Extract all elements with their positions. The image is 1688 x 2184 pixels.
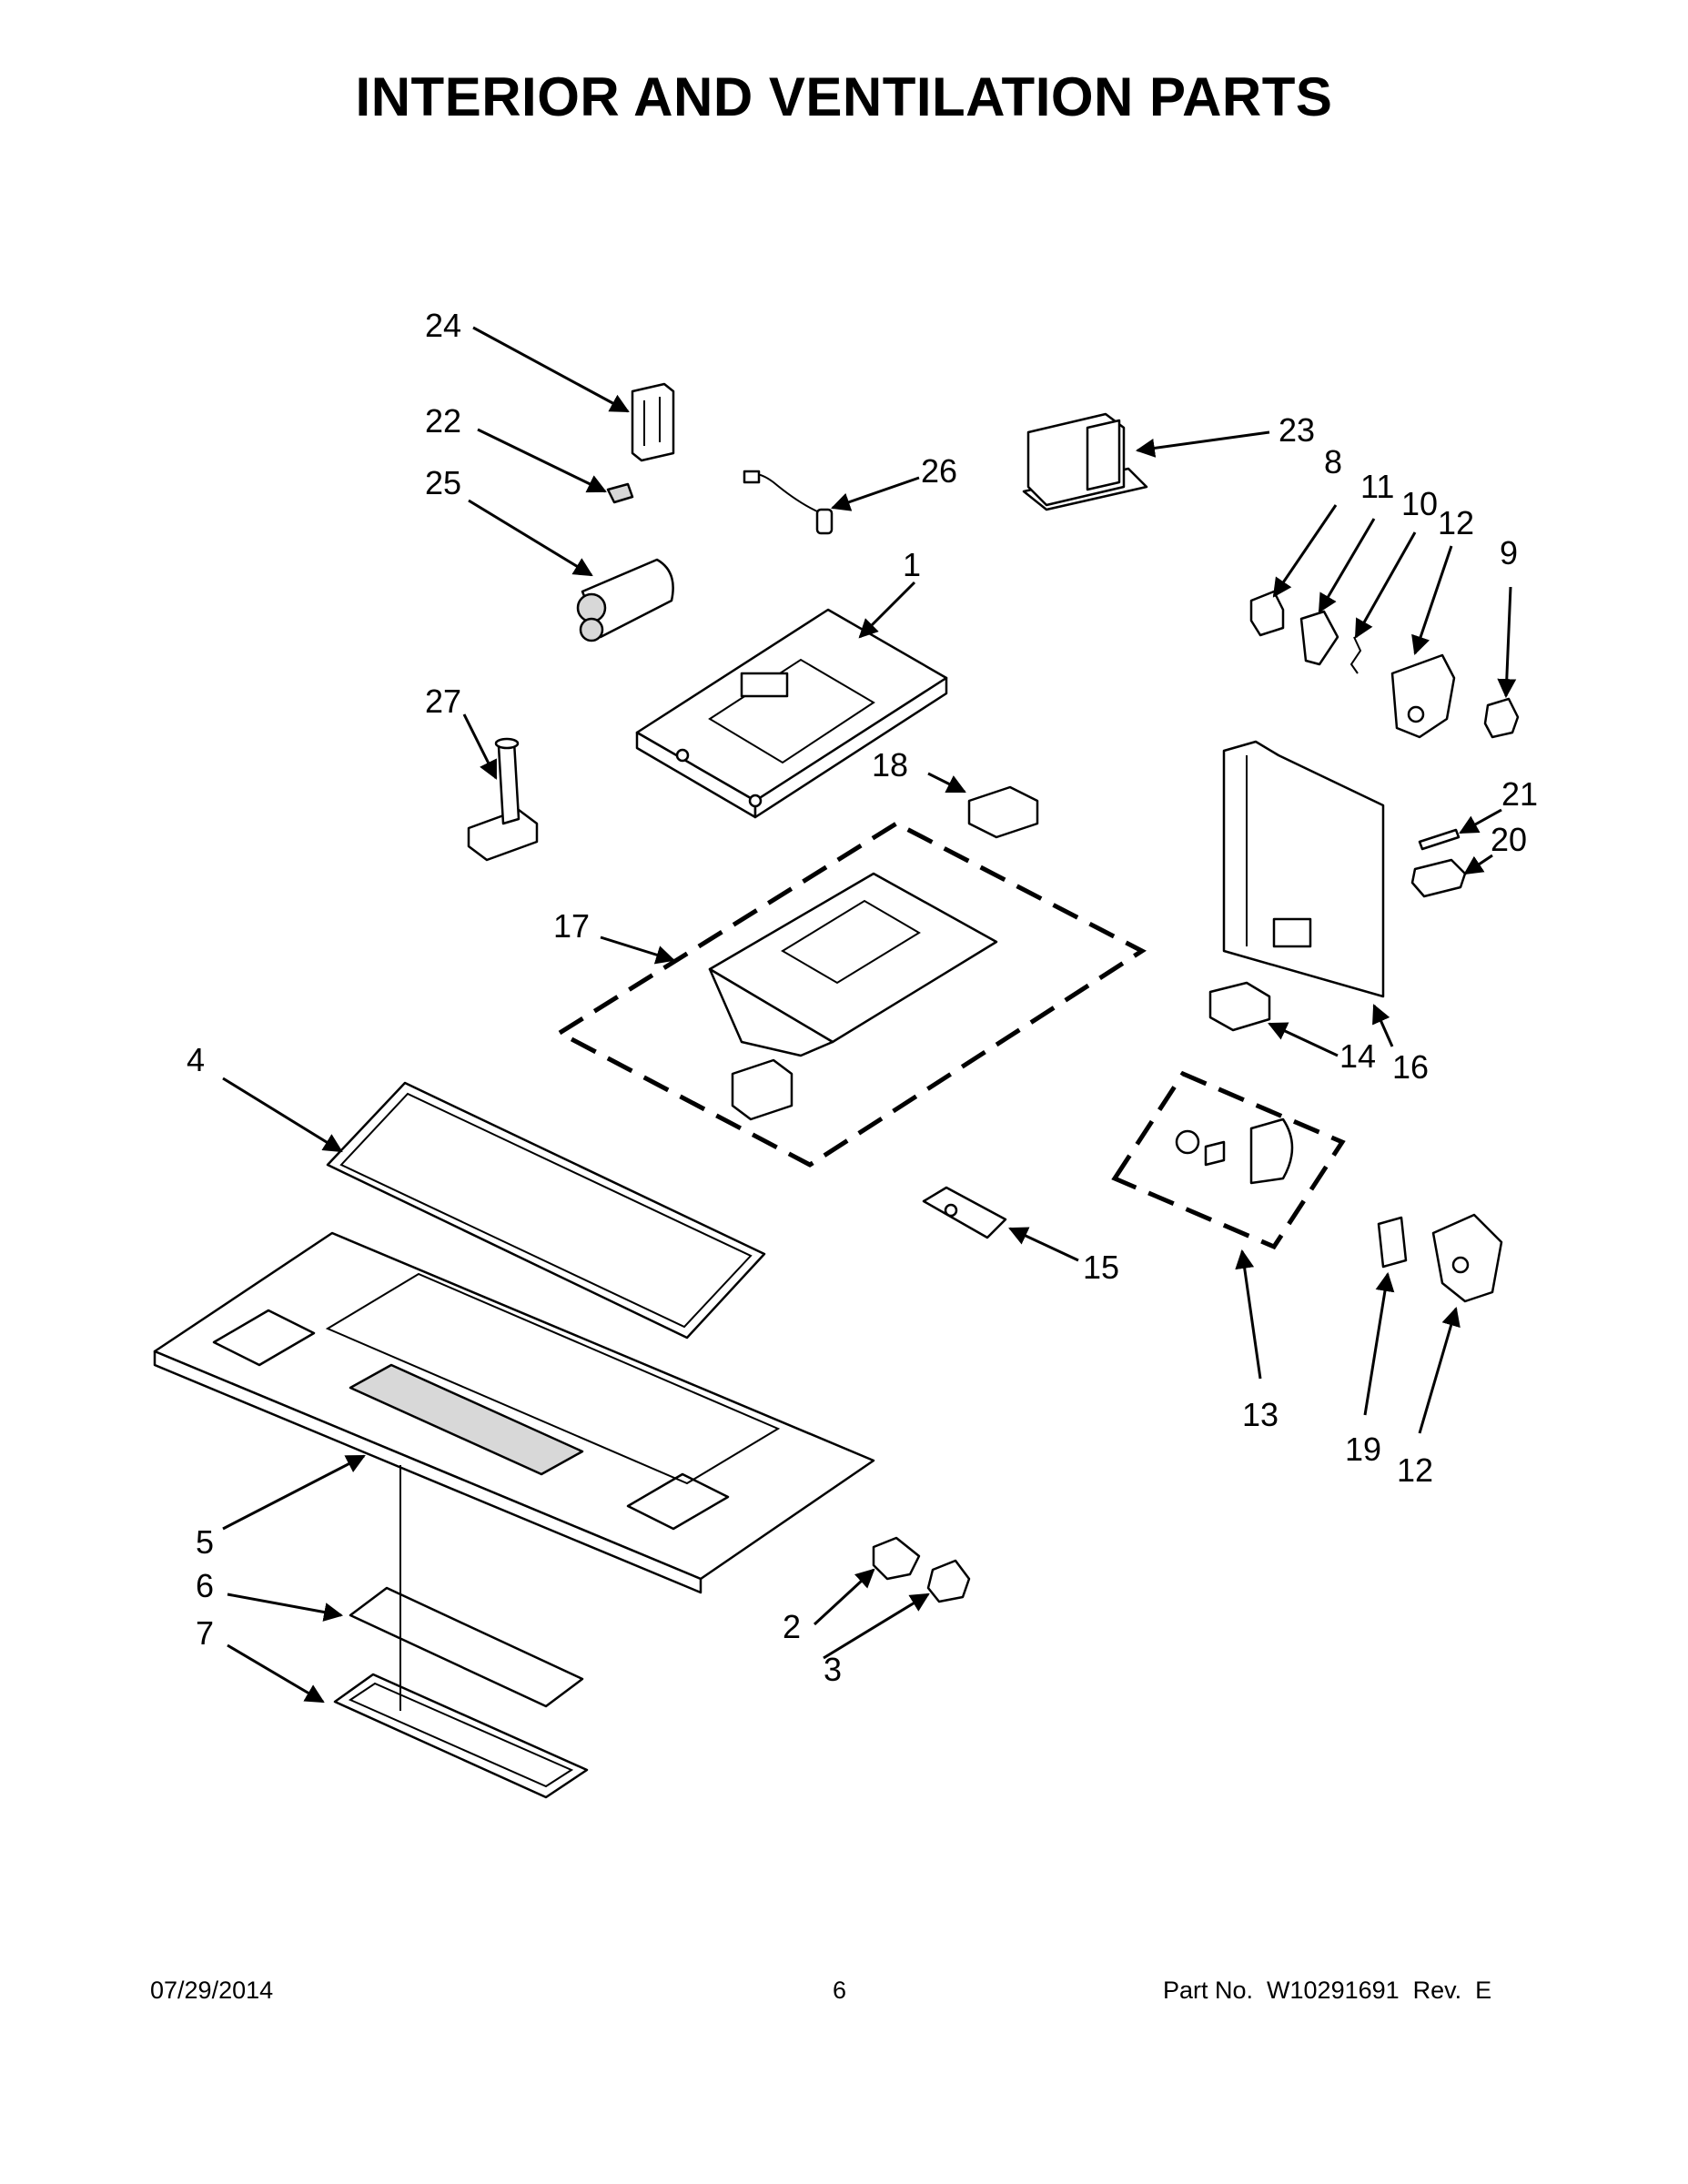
part-21-fuse — [1418, 828, 1461, 851]
part-22-clip — [606, 482, 634, 504]
callout-20: 20 — [1491, 821, 1527, 858]
part-15-bracket — [922, 1186, 1007, 1239]
footer-date: 07/29/2014 — [150, 1977, 274, 2004]
part-12-interlock-upper — [1390, 653, 1456, 739]
part-1-base-plate — [635, 608, 948, 819]
part-11-switch — [1299, 610, 1339, 666]
callout-21: 21 — [1501, 775, 1538, 813]
part-16-control-bracket — [1222, 740, 1385, 998]
part-12-interlock-lower — [1431, 1213, 1503, 1303]
part-17-air-guide-kit — [554, 821, 1147, 1168]
callout-16: 16 — [1392, 1048, 1429, 1086]
callout-27: 27 — [425, 682, 461, 720]
callout-8: 8 — [1324, 443, 1342, 480]
part-20-fuse-holder — [1410, 858, 1467, 898]
callout-19: 19 — [1345, 1431, 1381, 1468]
callout-7: 7 — [196, 1614, 214, 1652]
part-6-lens — [349, 1586, 584, 1708]
part-13-damper-assembly — [1111, 1070, 1346, 1250]
callout-11: 11 — [1360, 468, 1394, 505]
callout-22: 22 — [425, 402, 461, 440]
part-5-bottom-plate — [153, 1231, 875, 1594]
callout-4: 4 — [187, 1041, 205, 1078]
callout-13: 13 — [1242, 1396, 1279, 1433]
part-26-wire — [743, 470, 834, 535]
part-25-capacitor — [576, 558, 674, 642]
callout-12b: 12 — [1397, 1451, 1433, 1489]
callout-15: 15 — [1083, 1249, 1119, 1286]
page-title: INTERIOR AND VENTILATION PARTS — [355, 66, 1333, 127]
callout-5: 5 — [196, 1523, 214, 1561]
part-2-socket — [872, 1536, 921, 1581]
callout-23: 23 — [1279, 411, 1315, 449]
part-18-relay — [967, 785, 1039, 839]
callout-1: 1 — [903, 546, 921, 583]
part-24-bracket — [631, 382, 675, 462]
callout-12a: 12 — [1438, 504, 1474, 541]
part-8-switch — [1249, 590, 1285, 637]
part-23-transformer — [1022, 412, 1148, 511]
callout-18: 18 — [872, 746, 908, 784]
leader-arrows — [222, 326, 1517, 1704]
callout-labels: 1 2 3 4 5 6 7 8 9 10 11 12 12 13 14 15 1… — [187, 307, 1538, 1688]
part-9-switch — [1483, 697, 1520, 739]
callout-25: 25 — [425, 464, 461, 501]
callout-24: 24 — [425, 307, 461, 344]
callout-17: 17 — [553, 907, 590, 945]
callout-2: 2 — [783, 1608, 801, 1645]
part-19-switch — [1377, 1216, 1408, 1269]
callout-6: 6 — [196, 1567, 214, 1604]
part-7-light-frame — [333, 1673, 589, 1799]
callout-9: 9 — [1500, 534, 1518, 571]
footer-part-number: Part No. W10291691 Rev. E — [1163, 1977, 1492, 2004]
callout-14: 14 — [1339, 1037, 1376, 1075]
callout-26: 26 — [921, 452, 957, 490]
callout-3: 3 — [824, 1651, 842, 1688]
part-4-filter — [326, 1081, 766, 1340]
part-14-module — [1208, 981, 1271, 1032]
footer-page-number: 6 — [833, 1977, 847, 2004]
part-3-lamp-holder — [926, 1559, 971, 1603]
part-27-post — [467, 737, 539, 862]
callout-10: 10 — [1401, 485, 1438, 522]
part-10-spring — [1349, 636, 1362, 674]
